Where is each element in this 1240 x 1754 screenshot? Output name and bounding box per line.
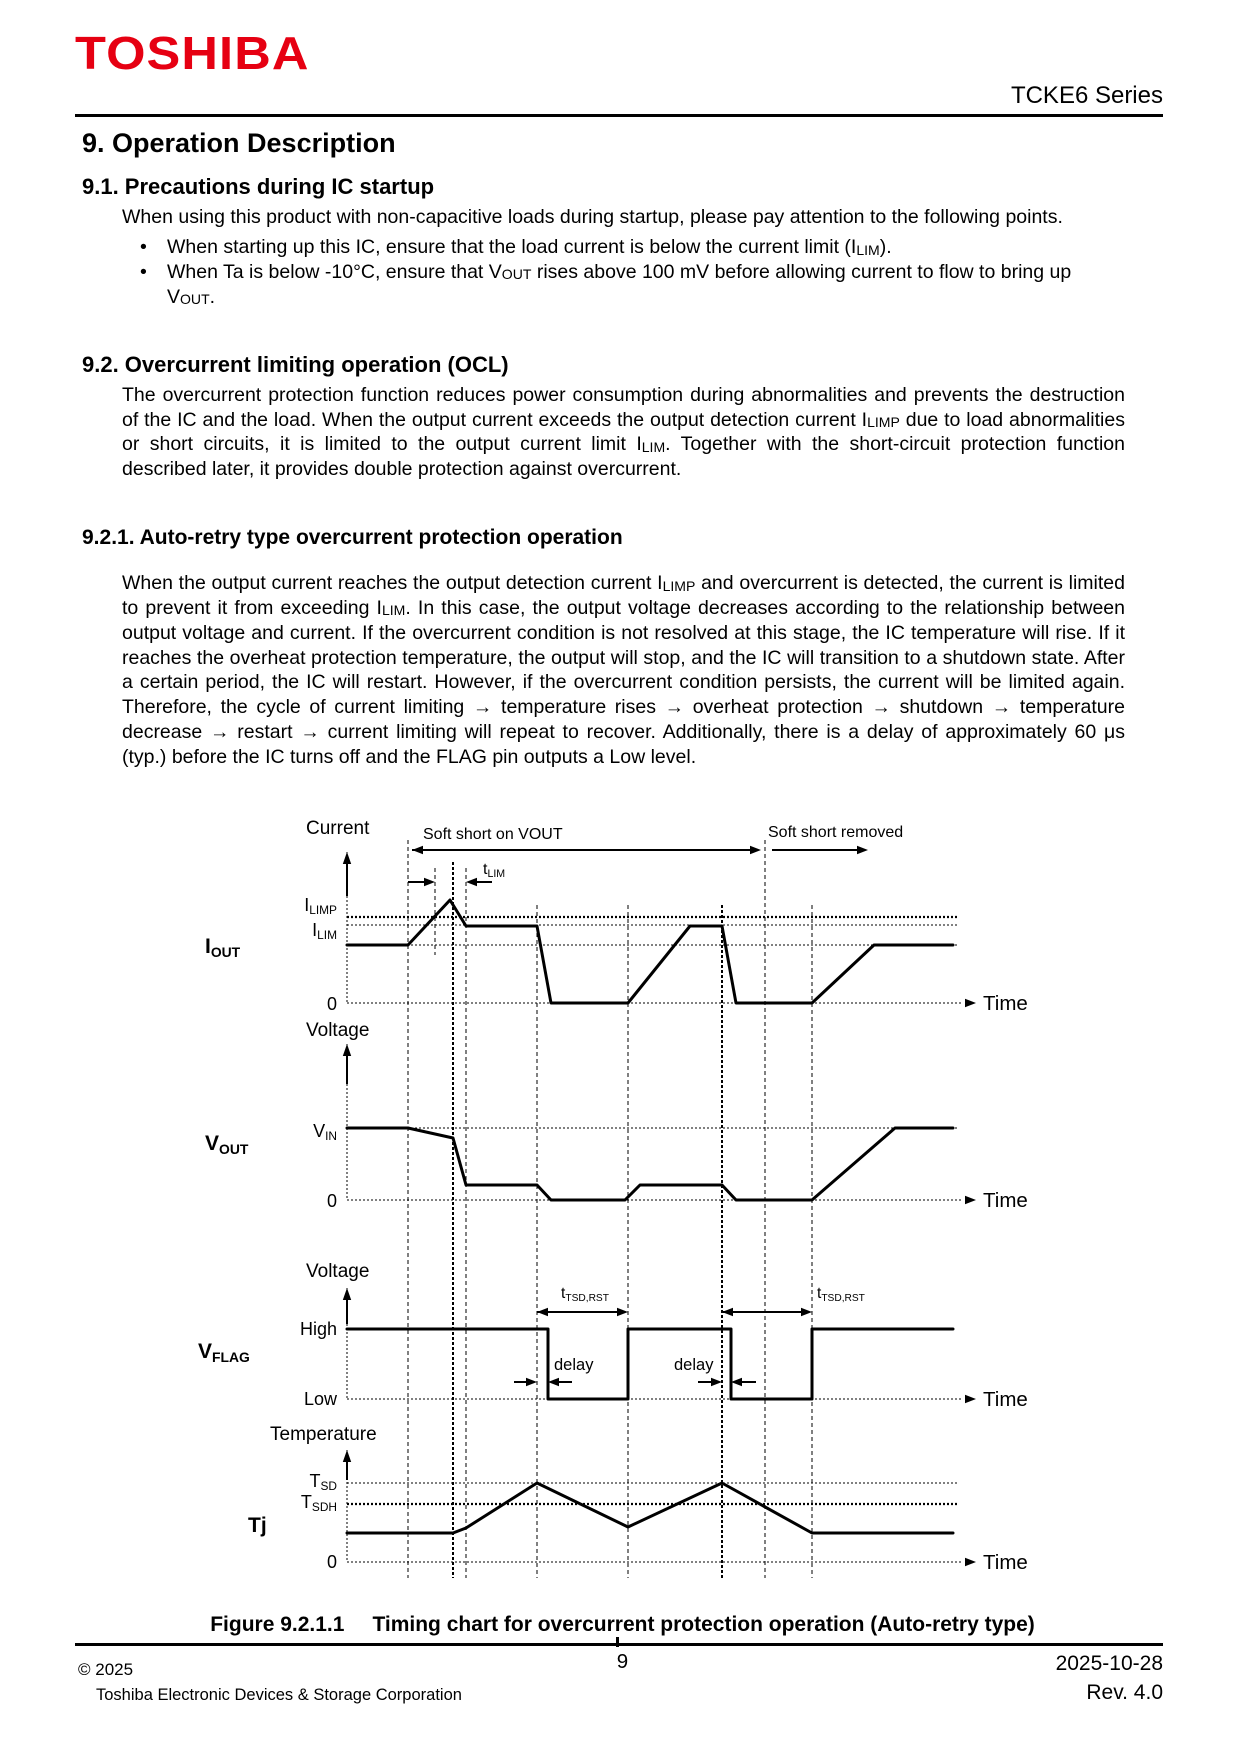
bullet-icon: • <box>140 236 147 259</box>
svg-text:ILIM: ILIM <box>312 920 337 942</box>
figure-caption-text: Timing chart for overcurrent protection … <box>372 1613 1035 1636</box>
footer-company: Toshiba Electronic Devices & Storage Cor… <box>96 1686 462 1704</box>
figure-caption: Figure 9.2.1.1 Timing chart for overcurre… <box>82 1613 1163 1637</box>
section-9-1-intro: When using this product with non-capacit… <box>122 206 1063 229</box>
svg-text:Soft short removed: Soft short removed <box>768 824 903 841</box>
svg-text:Voltage: Voltage <box>306 1261 369 1282</box>
svg-text:Voltage: Voltage <box>306 1020 369 1041</box>
svg-text:TSDH: TSDH <box>301 1492 337 1514</box>
svg-text:Temperature: Temperature <box>270 1424 377 1445</box>
svg-text:VOUT: VOUT <box>205 1132 249 1157</box>
footer-revision: Rev. 4.0 <box>1086 1681 1163 1704</box>
svg-text:tTSD,RST: tTSD,RST <box>817 1285 865 1304</box>
figure-caption-number: Figure 9.2.1.1 <box>210 1613 345 1636</box>
svg-text:tTSD,RST: tTSD,RST <box>561 1285 609 1304</box>
svg-text:delay: delay <box>554 1356 594 1374</box>
svg-text:0: 0 <box>327 994 337 1014</box>
footer-tick <box>616 1637 619 1647</box>
bullet-icon: • <box>140 260 147 283</box>
section-9-2-1-body: When the output current reaches the outp… <box>122 572 1125 768</box>
svg-text:High: High <box>300 1319 337 1339</box>
bullet-text: When starting up this IC, ensure that th… <box>167 236 892 259</box>
section-9-2-1-title: 9.2.1. Auto-retry type overcurrent prote… <box>82 526 623 550</box>
svg-text:tLIM: tLIM <box>483 861 505 880</box>
footer-copyright: © 2025 <box>78 1660 134 1679</box>
text-column: 9. Operation Description 9.1. Precaution… <box>82 117 1163 770</box>
svg-text:Current: Current <box>306 818 370 839</box>
section-9-1-title: 9.1. Precautions during IC startup <box>82 174 435 200</box>
page-number: 9 <box>616 1650 629 1673</box>
svg-text:Tj: Tj <box>248 1514 267 1537</box>
toshiba-logo: TOSHIBA <box>75 27 310 79</box>
section-9-2-body: The overcurrent protection function redu… <box>122 383 1125 481</box>
footer-rule <box>75 1643 1163 1646</box>
section-9-2-title: 9.2. Overcurrent limiting operation (OCL… <box>82 351 509 377</box>
svg-text:Time: Time <box>983 1189 1028 1212</box>
svg-text:TSD: TSD <box>309 1471 337 1493</box>
section-9-title: 9. Operation Description <box>82 128 396 158</box>
svg-text:Soft short on VOUT: Soft short on VOUT <box>423 826 563 843</box>
svg-text:Time: Time <box>983 992 1028 1015</box>
svg-text:VIN: VIN <box>313 1121 337 1143</box>
svg-text:0: 0 <box>327 1552 337 1572</box>
timing-chart-svg: CurrentIOUTTimeILIMPILIM0VoltageVOUTTime… <box>198 818 1028 1578</box>
svg-text:Time: Time <box>983 1388 1028 1411</box>
list-item: • When Ta is below -10°C, ensure that VO… <box>140 260 1115 310</box>
section-9-1-bullets: • When starting up this IC, ensure that … <box>140 235 1115 309</box>
series-title: TCKE6 Series <box>1010 82 1163 109</box>
svg-text:0: 0 <box>327 1191 337 1211</box>
svg-text:Time: Time <box>983 1551 1028 1574</box>
svg-text:IOUT: IOUT <box>205 935 241 960</box>
svg-text:VFLAG: VFLAG <box>198 1340 250 1365</box>
bullet-text: When Ta is below -10°C, ensure that VOUT… <box>167 260 1072 308</box>
svg-text:Low: Low <box>304 1389 338 1409</box>
list-item: • When starting up this IC, ensure that … <box>140 235 1115 260</box>
footer-date: 2025-10-28 <box>1055 1652 1163 1675</box>
svg-text:ILIMP: ILIMP <box>304 895 337 917</box>
svg-text:delay: delay <box>674 1356 714 1374</box>
header-rule <box>75 114 1163 117</box>
